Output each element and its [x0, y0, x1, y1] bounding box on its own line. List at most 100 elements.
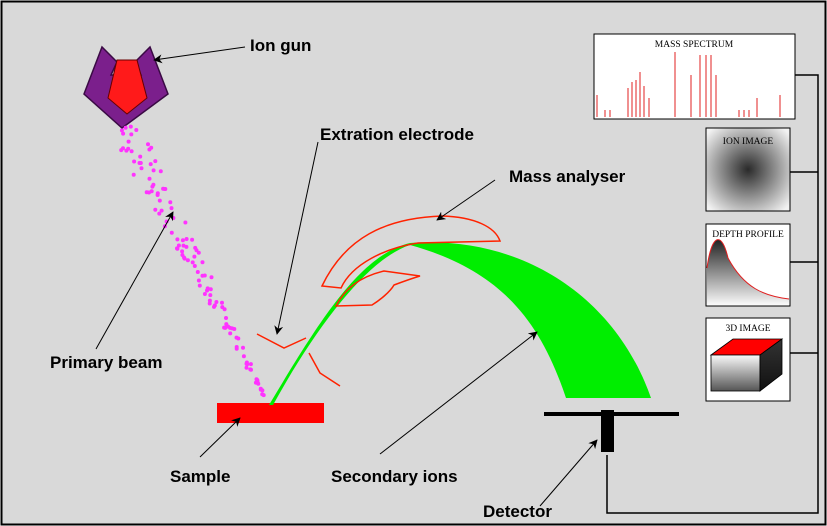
ion-gun-icon	[83, 45, 169, 129]
beam-dot	[123, 125, 128, 130]
beam-dot	[241, 354, 246, 359]
beam-dot	[260, 388, 265, 393]
beam-dot	[153, 207, 158, 212]
beam-dot	[220, 300, 224, 305]
beam-dot	[183, 220, 188, 225]
beam-dot	[224, 316, 228, 320]
connector-lines	[606, 74, 819, 514]
beam-dot	[193, 245, 198, 250]
beam-dot	[208, 287, 213, 292]
beam-dot	[244, 365, 249, 370]
beam-dot	[205, 286, 210, 291]
beam-dot	[256, 381, 261, 386]
beam-dot	[226, 324, 231, 329]
label-secondary-ions: Secondary ions	[331, 467, 458, 486]
beam-dot	[147, 190, 151, 195]
beam-dot	[153, 159, 158, 164]
beam-dot	[121, 146, 125, 151]
pointer-arrows	[95, 46, 598, 507]
beam-dot	[157, 198, 162, 203]
beam-dot	[181, 243, 186, 248]
beam-dot	[132, 159, 137, 164]
beam-dot	[241, 345, 245, 350]
mass-analyser	[320, 215, 502, 307]
beam-dot	[134, 128, 139, 132]
beam-dot	[261, 393, 266, 398]
beam-dot	[121, 131, 126, 136]
beam-dot	[234, 346, 239, 351]
label-primary-beam: Primary beam	[50, 353, 162, 372]
beam-dot	[184, 237, 189, 241]
beam-dot	[168, 200, 173, 205]
ion-image-title: ION IMAGE	[723, 137, 774, 147]
beam-dot	[196, 250, 201, 255]
beam-dot	[149, 145, 154, 150]
beam-dot	[151, 182, 156, 187]
beam-dot	[208, 293, 213, 298]
label-mass-analyser: Mass analyser	[509, 167, 626, 186]
beam-dot	[202, 292, 207, 296]
mass-spectrum-panel: MASS SPECTRUM	[593, 33, 796, 120]
beam-dot	[129, 149, 134, 154]
beam-dot	[200, 260, 205, 265]
mass-spectrum-title: MASS SPECTRUM	[655, 40, 734, 50]
sample	[217, 403, 324, 423]
beam-dot	[196, 278, 201, 283]
cube-3d-icon	[709, 338, 784, 392]
beam-dot	[137, 161, 142, 165]
beam-dot	[138, 154, 143, 159]
primary-beam	[119, 124, 266, 398]
beam-dot	[244, 361, 249, 366]
beam-dot	[157, 211, 162, 216]
depth-profile-title: DEPTH PROFILE	[712, 230, 784, 240]
beam-dot	[220, 305, 225, 310]
beam-dot	[151, 168, 156, 173]
beam-dot	[180, 238, 185, 243]
beam-dot	[195, 270, 200, 274]
beam-dot	[212, 304, 216, 309]
beam-dot	[190, 260, 195, 265]
image-3d-panel: 3D IMAGE	[705, 317, 791, 402]
beam-dot	[234, 335, 239, 340]
beam-dot	[131, 172, 136, 177]
beam-dot	[182, 255, 186, 260]
image-3d-title: 3D IMAGE	[725, 324, 770, 334]
beam-dot	[126, 139, 131, 144]
beam-dot	[228, 331, 233, 336]
beam-dot	[202, 273, 207, 278]
beam-dot	[175, 237, 180, 242]
beam-dot	[254, 377, 259, 382]
beam-dot	[175, 246, 179, 251]
depth-profile-panel: DEPTH PROFILE	[705, 223, 791, 307]
label-ion-gun: Ion gun	[250, 36, 311, 55]
beam-dot	[169, 206, 174, 211]
beam-dot	[171, 216, 176, 220]
label-extraction-electrode: Extration electrode	[320, 125, 474, 144]
ion-image-panel: ION IMAGE	[705, 127, 791, 212]
label-sample: Sample	[170, 467, 230, 486]
beam-dot	[169, 230, 174, 235]
beam-dot	[197, 283, 202, 288]
beam-dot	[126, 146, 131, 151]
beam-dot	[249, 367, 253, 372]
beam-dot	[128, 124, 133, 129]
beam-dot	[232, 327, 237, 331]
beam-dot	[180, 249, 185, 254]
beam-dot	[207, 301, 212, 306]
beam-dot	[158, 169, 163, 174]
extraction-electrode	[256, 333, 341, 387]
beam-dot	[176, 243, 181, 248]
secondary-ions-beam	[269, 242, 651, 405]
beam-dot	[192, 264, 197, 268]
beam-dot	[207, 298, 212, 303]
detector-icon	[544, 410, 679, 452]
beam-dot	[209, 275, 214, 280]
spectrum-lines	[596, 52, 781, 117]
beam-dot	[119, 128, 124, 133]
beam-dot	[139, 166, 144, 171]
beam-dot	[129, 132, 134, 137]
beam-dot	[185, 258, 190, 263]
beam-dot	[159, 208, 164, 213]
beam-dot	[146, 142, 150, 147]
